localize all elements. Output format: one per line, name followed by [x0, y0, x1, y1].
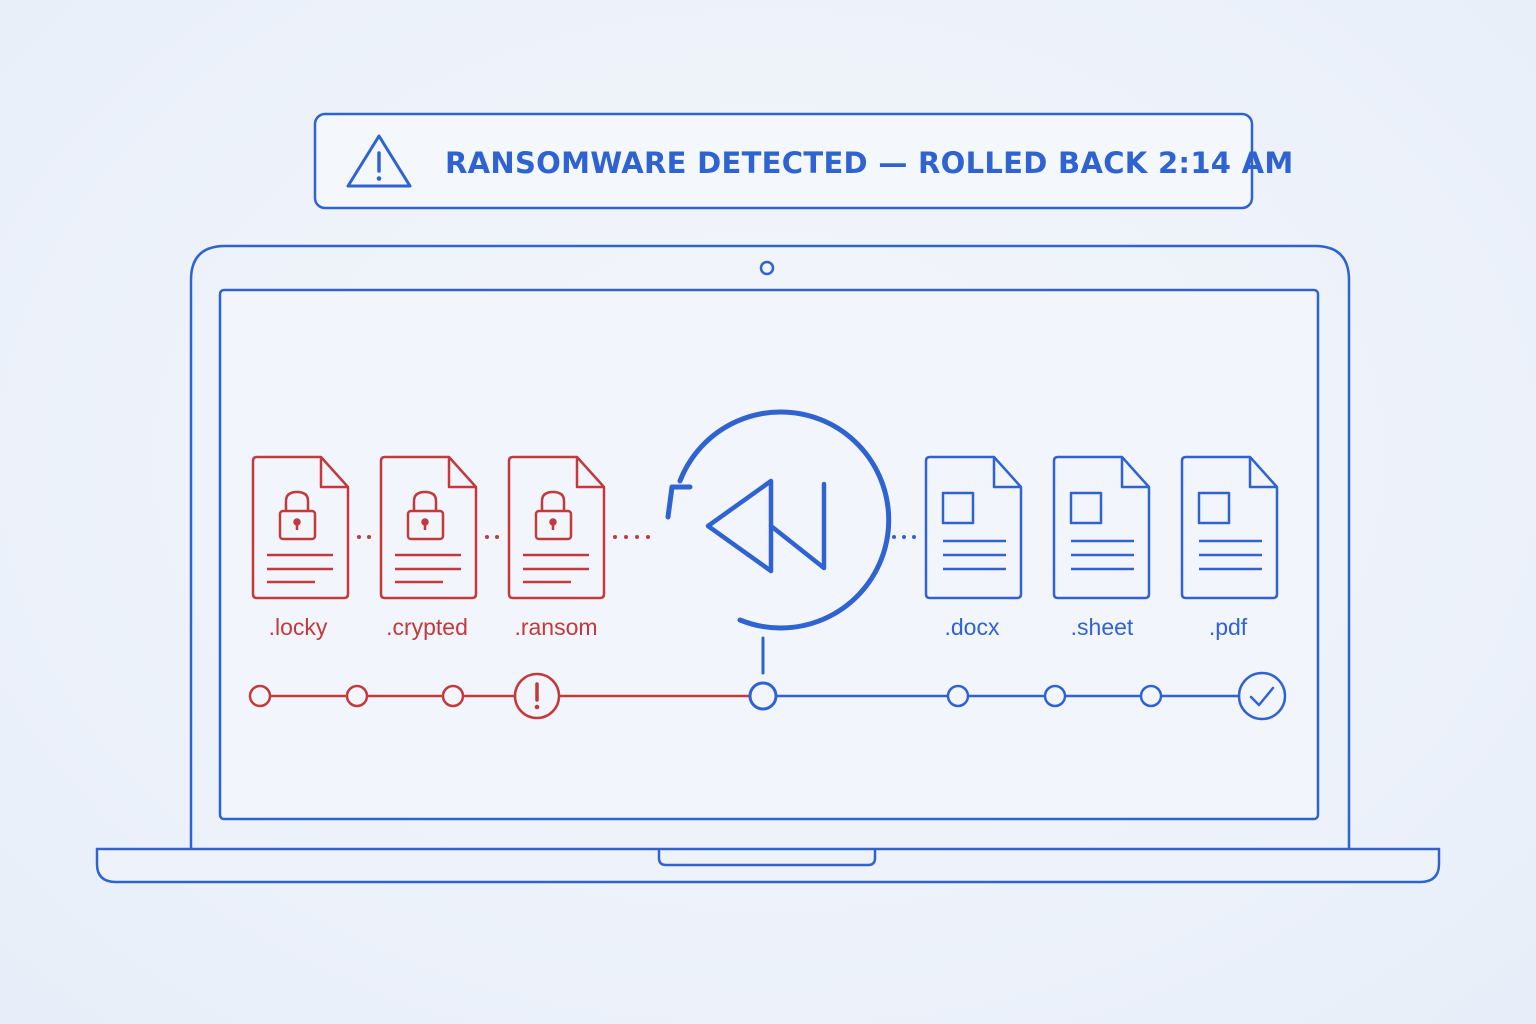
- timeline-node: [1139, 684, 1163, 708]
- alert-banner: RANSOMWARE DETECTED — ROLLED BACK 2:14 A…: [313, 112, 1294, 210]
- warning-triangle-icon: [346, 134, 412, 188]
- restored-file-3: .pdf: [1180, 455, 1279, 640]
- timeline-node: [248, 684, 272, 708]
- rollback-point-node: [748, 681, 778, 711]
- timeline-node: [441, 684, 465, 708]
- laptop-camera: [759, 260, 775, 276]
- document-file-icon: [1052, 455, 1151, 600]
- file-extension-label: .docx: [945, 614, 1000, 640]
- file-extension-label: .locky: [269, 614, 328, 640]
- dotted-connectors-encrypted: [357, 535, 650, 539]
- exclamation-icon: [513, 672, 561, 720]
- timeline-node: [946, 684, 970, 708]
- timeline-node: [345, 684, 369, 708]
- restored-file-2: .sheet: [1052, 455, 1151, 640]
- timeline: [248, 671, 1287, 721]
- laptop: [95, 244, 1441, 884]
- rewind-icon: [665, 409, 892, 675]
- banner-text: RANSOMWARE DETECTED — ROLLED BACK 2:14 A…: [445, 146, 1294, 180]
- locked-file-icon: [507, 455, 606, 600]
- locked-file-icon: [379, 455, 478, 600]
- dotted-connector-restored: [892, 535, 916, 539]
- restored-file-1: .docx: [924, 455, 1023, 640]
- encrypted-file-1: .locky: [251, 455, 350, 640]
- file-extension-label: .ransom: [514, 614, 597, 640]
- file-extension-label: .crypted: [386, 614, 468, 640]
- document-file-icon: [924, 455, 1023, 600]
- file-extension-label: .pdf: [1209, 614, 1248, 640]
- file-extension-label: .sheet: [1071, 614, 1134, 640]
- encrypted-file-3: .ransom: [507, 455, 606, 640]
- document-file-icon: [1180, 455, 1279, 600]
- laptop-lid: [189, 244, 1351, 849]
- encrypted-file-2: .crypted: [379, 455, 478, 640]
- locked-file-icon: [251, 455, 350, 600]
- laptop-notch: [657, 850, 877, 867]
- check-icon: [1237, 671, 1287, 721]
- timeline-node: [1043, 684, 1067, 708]
